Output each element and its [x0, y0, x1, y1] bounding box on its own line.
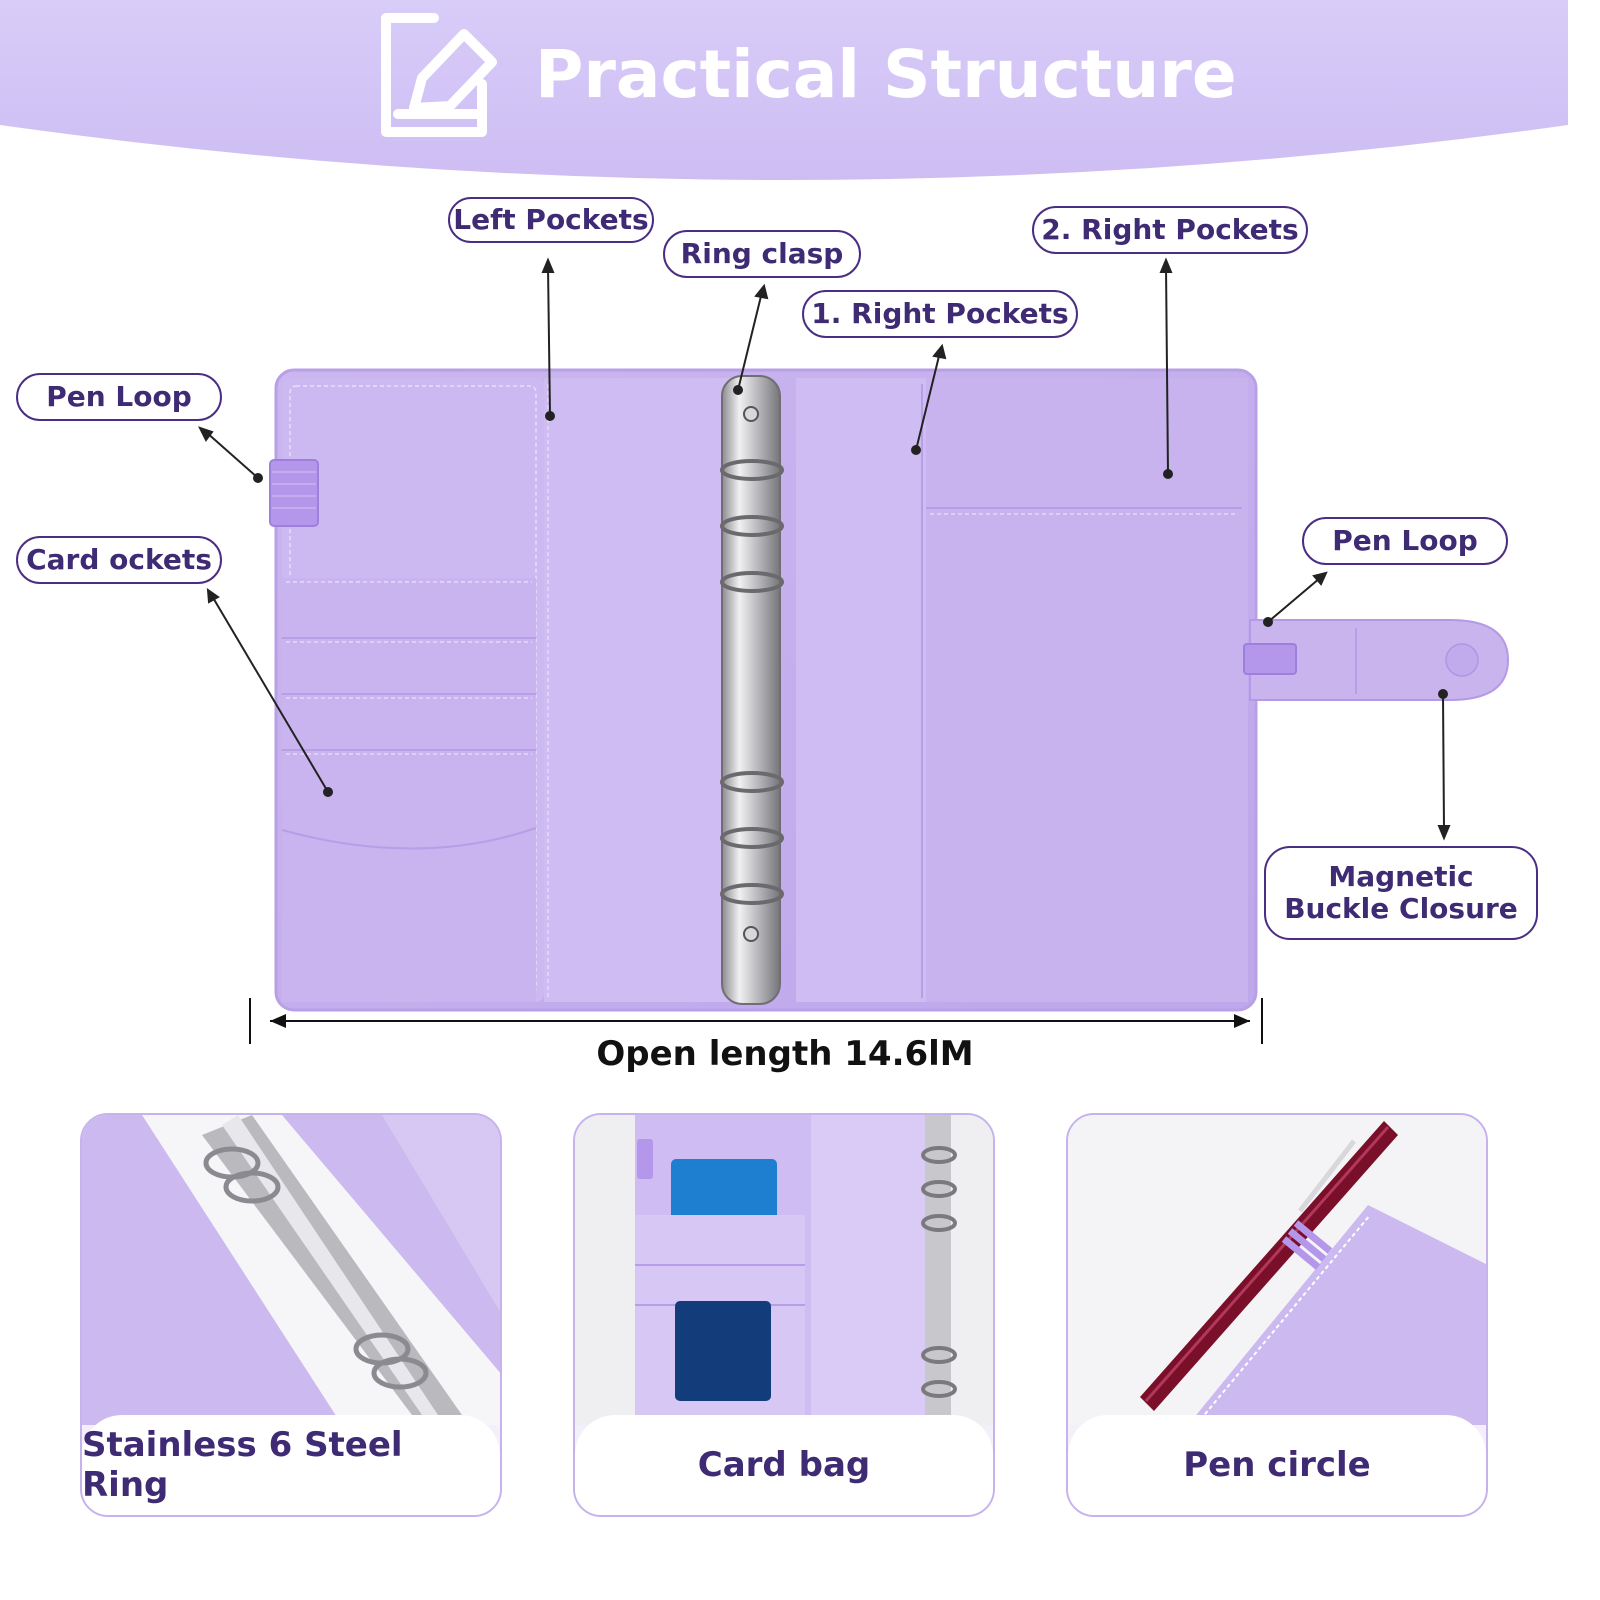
card-pockets-label: Card ockets — [16, 536, 222, 584]
magnetic-closure-line2: Buckle Closure — [1284, 892, 1518, 925]
left-pockets-label: Left Pockets — [448, 197, 654, 243]
pen-circle-photo — [1068, 1115, 1486, 1425]
card-bag-photo — [575, 1115, 993, 1425]
panel-caption: Card bag — [697, 1445, 871, 1485]
ring-clasp-label: Ring clasp — [663, 230, 861, 278]
binder-illustration — [198, 257, 1510, 1044]
panel-caption-box: Pen circle — [1068, 1415, 1486, 1515]
panel-caption-box: Stainless 6 Steel Ring — [82, 1415, 500, 1515]
steel-ring-photo — [82, 1115, 500, 1425]
panel-caption: Stainless 6 Steel Ring — [82, 1425, 403, 1505]
panel-caption-box: Card bag — [575, 1415, 993, 1515]
magnetic-closure-label: Magnetic Buckle Closure — [1264, 846, 1538, 940]
magnetic-closure-line1: Magnetic — [1328, 859, 1474, 893]
panel-steel-ring: Stainless 6 Steel Ring — [80, 1113, 502, 1517]
page-title: Practical Structure — [535, 36, 1237, 113]
edit-note-icon — [381, 13, 497, 137]
panel-pen-circle: Pen circle — [1066, 1113, 1488, 1517]
pen-loop-right-label: Pen Loop — [1302, 517, 1508, 565]
panel-caption: Pen circle — [1183, 1445, 1371, 1485]
right-pockets-2-label: 2. Right Pockets — [1032, 206, 1308, 254]
pen-loop-left-label: Pen Loop — [16, 373, 222, 421]
panel-card-bag: Card bag — [573, 1113, 995, 1517]
open-length-label: Open length 14.6lM — [596, 1034, 974, 1074]
right-pockets-1-label: 1. Right Pockets — [802, 290, 1078, 338]
